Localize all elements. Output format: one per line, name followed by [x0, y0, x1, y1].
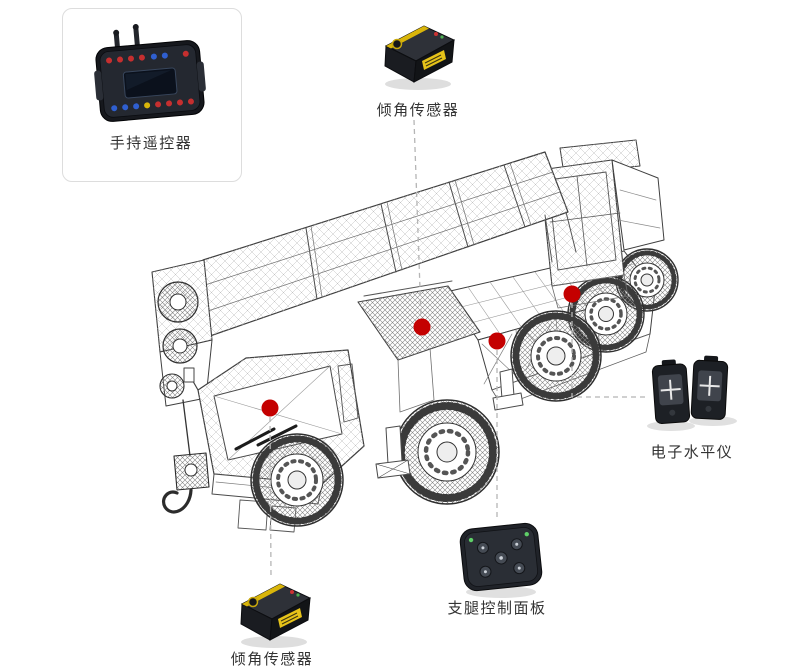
- tilt-sensor-bottom-label: 倾角传感器: [230, 651, 314, 666]
- operator-cab: [539, 139, 665, 309]
- remote-controller-device: [94, 24, 206, 122]
- middle-wheel: [394, 399, 500, 505]
- crane-boom: [202, 151, 577, 337]
- rear-wheel-1: [510, 310, 602, 402]
- electronic-level-device: [647, 355, 737, 431]
- tilt-sensor-bottom-device: [240, 583, 311, 649]
- marker-chassis-mid: [488, 332, 506, 350]
- marker-engine-deck: [413, 318, 431, 336]
- outrigger-jacks: [375, 368, 524, 479]
- outrigger-panel-label: 支腿控制面板: [447, 600, 547, 617]
- electronic-level-label: 电子水平仪: [650, 444, 734, 461]
- connector-lines: [269, 119, 645, 578]
- crane-wireframe-illustration: [151, 139, 679, 533]
- tilt-sensor-top-label: 倾角传感器: [376, 102, 460, 119]
- connector-level: [571, 303, 645, 398]
- remote-label: 手持遥控器: [109, 135, 193, 152]
- boom-head-and-hook: [151, 259, 213, 514]
- front-wheel: [250, 433, 344, 527]
- marker-front-cab: [261, 399, 279, 417]
- outrigger-panel-device: [459, 522, 543, 598]
- mount-point-markers: [261, 285, 581, 417]
- marker-rear-deck: [563, 285, 581, 303]
- connector-tilt-top: [413, 119, 422, 318]
- tilt-sensor-top-device: [384, 25, 455, 91]
